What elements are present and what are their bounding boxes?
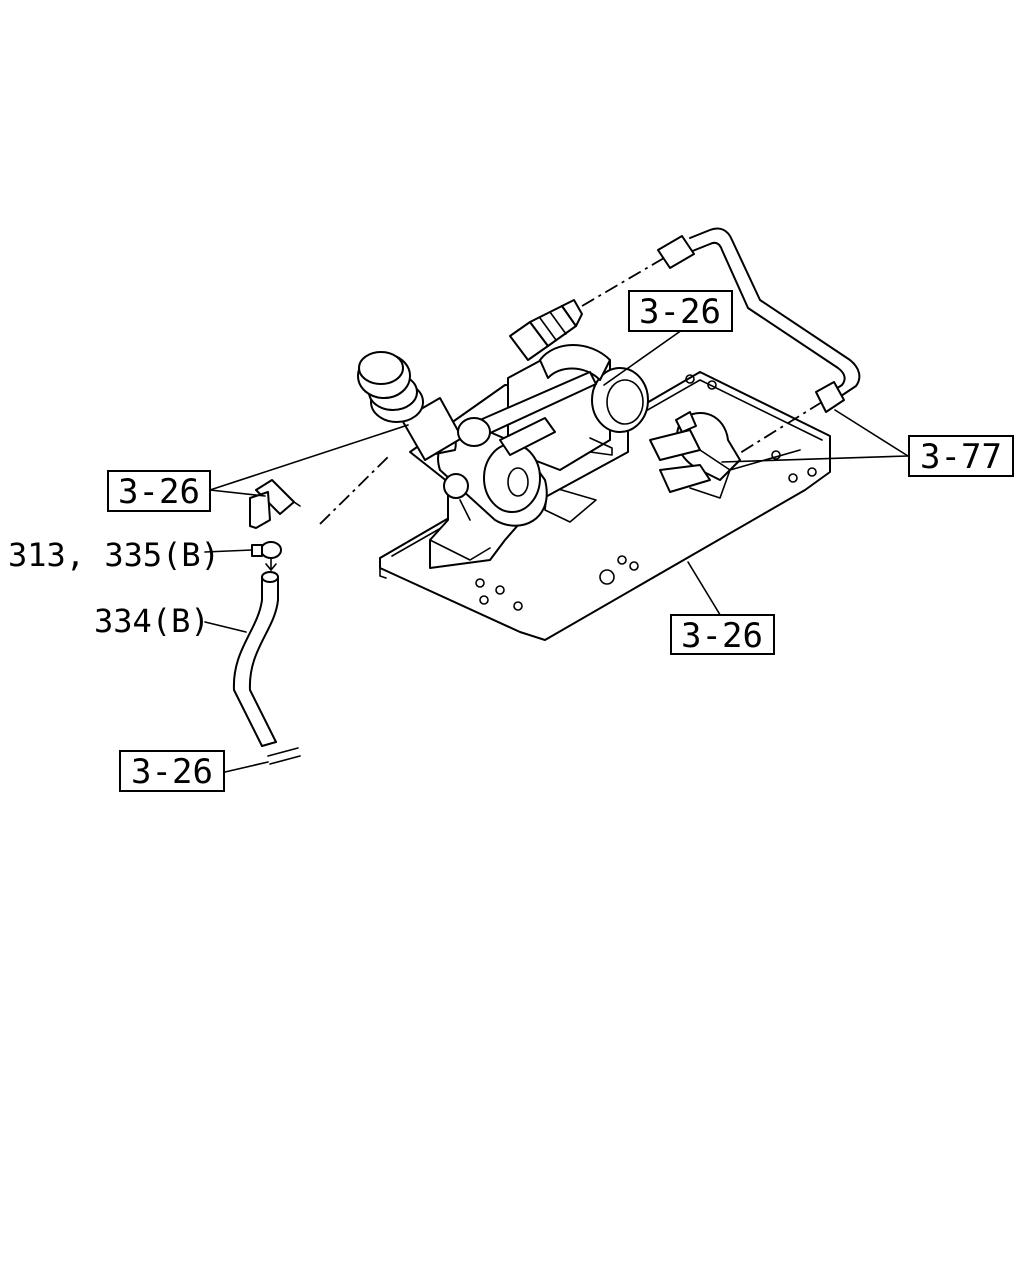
electrical-connector — [509, 299, 583, 361]
ref-box-bottom[interactable]: 3-26 — [119, 750, 225, 792]
hard-pipe — [581, 227, 861, 459]
right-fittings — [649, 411, 741, 499]
ref-label-bottom: 3-26 — [131, 752, 213, 792]
ref-label-plate: 3-26 — [681, 616, 763, 656]
ref-box-top[interactable]: 3-26 — [628, 290, 733, 332]
part-label-hose[interactable]: 334(B) — [94, 602, 210, 640]
lever-arm — [457, 371, 597, 456]
ref-label-right: 3-77 — [920, 437, 1002, 477]
ref-label-left: 3-26 — [118, 472, 200, 512]
ref-box-right[interactable]: 3-77 — [908, 435, 1014, 477]
ref-box-left[interactable]: 3-26 — [107, 470, 211, 512]
hose-clamp — [251, 541, 282, 571]
chamber-cap — [357, 351, 463, 461]
leader-lines — [204, 329, 909, 773]
part-label-clamp[interactable]: 313, 335(B) — [8, 536, 220, 574]
hose — [232, 571, 301, 765]
ref-box-plate[interactable]: 3-26 — [670, 614, 775, 656]
ref-label-top: 3-26 — [639, 292, 721, 332]
elbow-fitting — [249, 454, 391, 529]
